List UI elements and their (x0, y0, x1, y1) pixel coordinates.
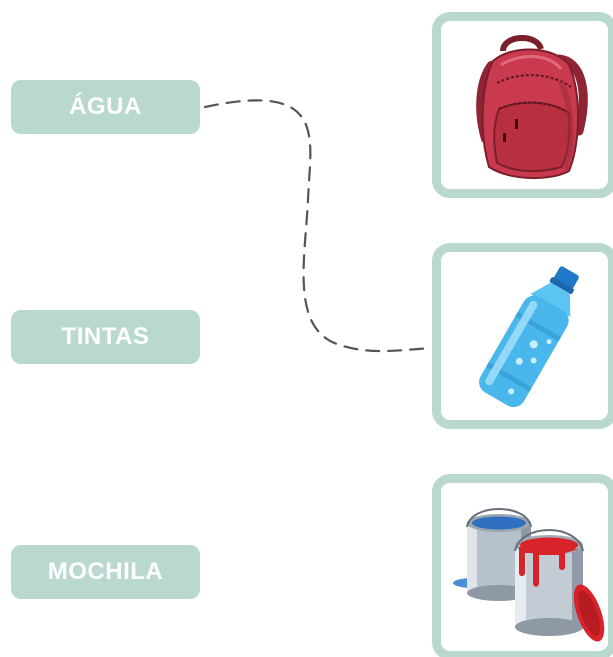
word-tintas-button[interactable]: TINTAS (11, 310, 200, 364)
picture-card-backpack[interactable] (432, 12, 613, 198)
picture-card-water-bottle[interactable] (432, 243, 613, 429)
word-tintas-label: TINTAS (61, 323, 150, 350)
picture-card-paint-cans[interactable] (432, 474, 613, 657)
word-agua-label: ÁGUA (69, 93, 142, 120)
backpack-icon (476, 34, 588, 179)
paint-cans-icon (453, 508, 605, 642)
water-bottle-icon (479, 266, 579, 408)
word-mochila-button[interactable]: MOCHILA (11, 545, 200, 599)
word-mochila-label: MOCHILA (47, 558, 164, 585)
word-agua-button[interactable]: ÁGUA (11, 80, 200, 134)
